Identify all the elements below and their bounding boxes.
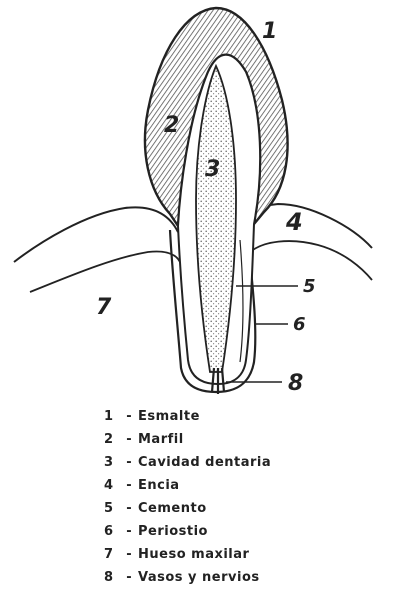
legend-label: Cemento bbox=[138, 501, 207, 516]
legend-item-cemento: 5- Cemento bbox=[104, 498, 207, 519]
legend-label: Vasos y nervios bbox=[138, 570, 260, 585]
vessels-nerves bbox=[212, 368, 224, 394]
legend-separator: - bbox=[120, 409, 138, 424]
legend-separator: - bbox=[120, 547, 138, 562]
legend-label: Hueso maxilar bbox=[138, 547, 249, 562]
legend-separator: - bbox=[120, 501, 138, 516]
legend-label: Encia bbox=[138, 478, 180, 493]
legend-number: 2 bbox=[104, 432, 120, 447]
legend-label: Periostio bbox=[138, 524, 208, 539]
legend-separator: - bbox=[120, 478, 138, 493]
legend-item-hueso-maxilar: 7- Hueso maxilar bbox=[104, 544, 249, 565]
legend-item-periostio: 6- Periostio bbox=[104, 521, 208, 542]
callout-7: 7 bbox=[96, 295, 112, 320]
legend-number: 4 bbox=[104, 478, 120, 493]
legend-label: Esmalte bbox=[138, 409, 200, 424]
legend-separator: - bbox=[120, 432, 138, 447]
legend: 1- Esmalte 2- Marfil 3- Cavidad dentaria… bbox=[0, 404, 393, 594]
legend-item-cavidad-dentaria: 3- Cavidad dentaria bbox=[104, 452, 271, 473]
legend-item-vasos-y-nervios: 8- Vasos y nervios bbox=[104, 567, 260, 588]
gum-outline bbox=[14, 207, 178, 262]
legend-separator: - bbox=[120, 570, 138, 585]
legend-number: 3 bbox=[104, 455, 120, 470]
legend-separator: - bbox=[120, 524, 138, 539]
legend-item-encia: 4- Encia bbox=[104, 475, 180, 496]
bone-outline-left bbox=[30, 251, 180, 292]
bone-outline-right bbox=[248, 241, 372, 280]
callout-5: 5 bbox=[303, 276, 316, 297]
legend-number: 6 bbox=[104, 524, 120, 539]
legend-number: 1 bbox=[104, 409, 120, 424]
callout-3: 3 bbox=[205, 157, 220, 182]
legend-item-marfil: 2- Marfil bbox=[104, 429, 184, 450]
callout-8: 8 bbox=[288, 371, 303, 396]
legend-number: 8 bbox=[104, 570, 120, 585]
callout-1: 1 bbox=[262, 19, 277, 44]
legend-item-esmalte: 1- Esmalte bbox=[104, 406, 200, 427]
legend-label: Marfil bbox=[138, 432, 184, 447]
legend-number: 7 bbox=[104, 547, 120, 562]
callout-2: 2 bbox=[164, 113, 179, 138]
legend-label: Cavidad dentaria bbox=[138, 455, 271, 470]
callout-6: 6 bbox=[293, 314, 306, 335]
legend-separator: - bbox=[120, 455, 138, 470]
legend-number: 5 bbox=[104, 501, 120, 516]
callout-4: 4 bbox=[285, 208, 303, 236]
